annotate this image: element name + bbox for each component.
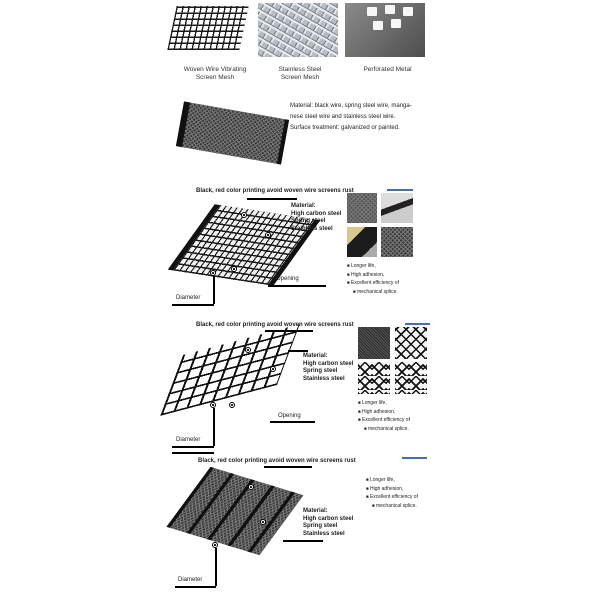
diagram-1-benefits: Longer life, High adhesion, Excellent ef… — [347, 262, 399, 296]
diagram-2-material-label: Material: High carbon steel Spring steel… — [303, 353, 354, 382]
diagram-2-detail-photo-2 — [395, 327, 427, 359]
diagram-2-material-leader — [288, 350, 308, 352]
diagram-1-opening-marker — [231, 266, 237, 272]
product-image-perforated-metal — [345, 3, 425, 57]
diagram-3-diameter-label: Diameter — [178, 577, 203, 583]
diagram-1-opening-leader — [268, 285, 326, 287]
diagram-1-diameter-marker — [210, 270, 216, 276]
diagram-3-title-marker — [248, 484, 254, 490]
diagram-2-detail-photo-4 — [395, 362, 427, 394]
diagram-3-material-marker — [260, 519, 266, 525]
diagram-1-material-marker — [265, 232, 271, 238]
diagram-1-diameter-leader — [213, 276, 215, 304]
diagram-1-opening-label: Opening — [276, 276, 299, 282]
diagram-3-diameter-marker — [212, 542, 218, 548]
diagram-3-title-leader — [264, 466, 312, 468]
diagram-3-diameter-leader — [215, 548, 217, 586]
diagram-3-diameter-rule — [175, 586, 216, 588]
diagram-3-accent-line — [402, 457, 427, 459]
diagram-2-title-marker — [245, 347, 251, 353]
screen-panel-image — [175, 101, 290, 165]
product-caption-stainless-steel: Stainless Steel Screen Mesh — [278, 66, 322, 81]
diagram-2-detail-photo-3 — [358, 362, 390, 394]
diagram-2-material-marker — [270, 366, 276, 372]
diagram-1-material-label: Material: High carbon steel Spring steel… — [291, 203, 342, 232]
diagram-2-opening-marker — [229, 402, 235, 408]
diagram-1-title: Black, red color printing avoid woven wi… — [196, 188, 354, 194]
diagram-3-top-rule — [172, 452, 214, 454]
diagram-3-material-leader — [283, 540, 323, 542]
diagram-2-diameter-leader — [213, 408, 215, 446]
diagram-1-diameter-rule — [172, 304, 214, 306]
diagram-2-opening-label: Opening — [278, 413, 301, 419]
diagram-1-accent-line — [387, 189, 413, 191]
diagram-1-detail-photo-3 — [347, 227, 377, 257]
diagram-2-diameter-rule — [172, 446, 214, 448]
diagram-1-title-marker — [241, 212, 247, 218]
diagram-1-detail-photo-2 — [381, 193, 413, 223]
diagram-3-mesh — [166, 466, 304, 556]
diagram-1-detail-photo-4 — [381, 227, 413, 257]
diagram-1-detail-photo-1 — [347, 193, 377, 223]
product-image-woven-wire — [167, 6, 249, 50]
product-caption-perforated-metal: Perforated Metal — [363, 66, 412, 73]
diagram-2-title-leader — [265, 330, 313, 332]
spec-text: Material: black wire, spring steel wire,… — [290, 103, 412, 131]
diagram-2-diameter-marker — [210, 402, 216, 408]
product-image-stainless-steel — [258, 3, 338, 57]
diagram-1-title-leader — [247, 198, 297, 200]
diagram-2-diameter-label: Diameter — [176, 437, 201, 443]
diagram-3-material-label: Material: High carbon steel Spring steel… — [303, 508, 354, 537]
diagram-3-title: Black, red color printing avoid woven wi… — [198, 458, 356, 464]
diagram-2-opening-leader — [270, 421, 315, 423]
diagram-2-benefits: Longer life, High adhesion, Excellent ef… — [358, 399, 410, 433]
diagram-2-accent-line — [405, 323, 430, 325]
diagram-2-detail-photo-1 — [358, 327, 390, 359]
product-caption-woven-wire: Woven Wire Vibrating Screen Mesh — [183, 66, 247, 81]
diagram-2-title: Black, red color printing avoid woven wi… — [196, 322, 354, 328]
diagram-1-diameter-label: Diameter — [176, 295, 201, 301]
diagram-3-benefits: Longer life, High adhesion, Excellent ef… — [366, 476, 418, 510]
